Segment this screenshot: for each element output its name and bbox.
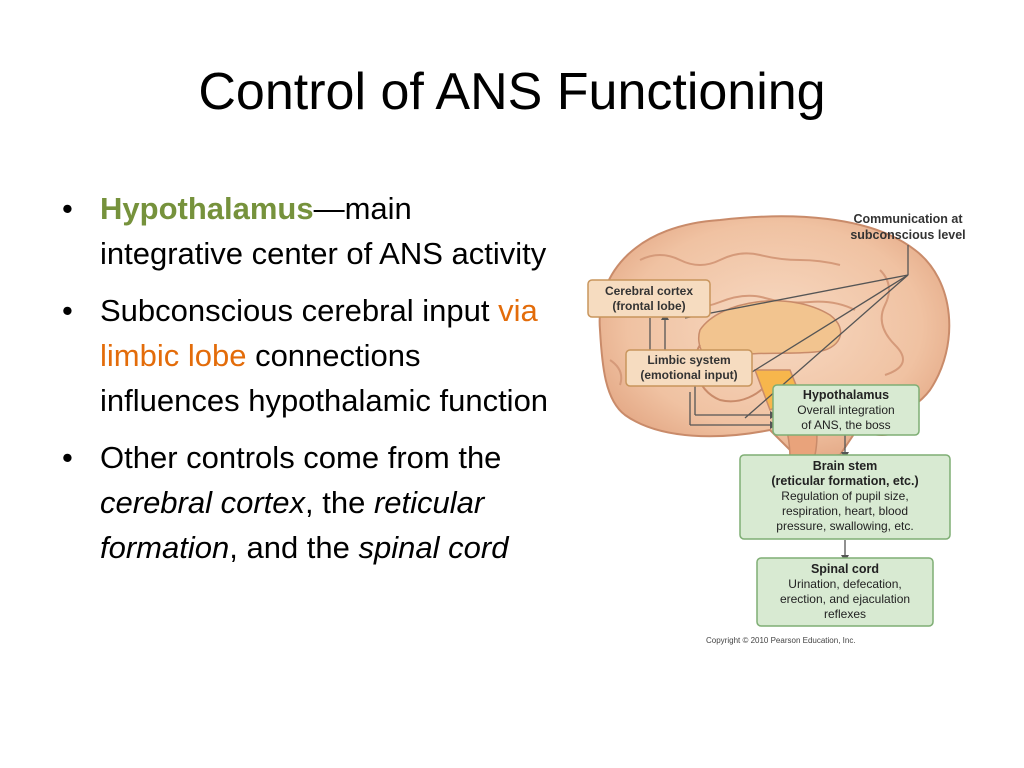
spinal-desc-2: erection, and ejaculation [780, 592, 910, 606]
brainstem-desc-3: pressure, swallowing, etc. [776, 519, 913, 533]
limbic-label-1: Limbic system [647, 353, 730, 367]
brainstem-subtitle: (reticular formation, etc.) [771, 474, 918, 488]
limbic-label-2: (emotional input) [640, 368, 737, 382]
bullet-item: • Other controls come from the cerebral … [62, 435, 562, 570]
spinal-cord-box: Spinal cord Urination, defecation, erect… [756, 557, 934, 627]
brainstem-desc-1: Regulation of pupil size, [781, 489, 908, 503]
spinal-title: Spinal cord [811, 562, 879, 576]
slide-title: Control of ANS Functioning [198, 63, 826, 121]
hypothalamus-term: Hypothalamus [100, 191, 314, 226]
hypothalamus-desc-2: of ANS, the boss [801, 418, 890, 432]
comm-label-line-2: subconscious level [850, 228, 965, 242]
bullet-item: • Hypothalamus—main integrative center o… [62, 186, 562, 276]
cortex-label-1: Cerebral cortex [605, 284, 693, 298]
hypothalamus-desc-1: Overall integration [797, 403, 894, 417]
emphasis-reticular-formation: reticular formation [100, 485, 485, 565]
bullet-item: • Subconscious cerebral input via limbic… [62, 288, 562, 423]
bullet-text: connections influences hypothalamic func… [100, 338, 549, 418]
bullet-list: • Hypothalamus—main integrative center o… [62, 186, 562, 582]
copyright-text: Copyright © 2010 Pearson Education, Inc. [706, 636, 856, 645]
hypothalamus-box: Hypothalamus Overall integration of ANS,… [772, 384, 920, 436]
communication-lines [649, 245, 909, 555]
brain-stem-box: Brain stem (reticular formation, etc.) R… [739, 454, 951, 540]
bullet-text: Other controls come from the [100, 440, 502, 475]
comm-label-line-1: Communication at [853, 212, 963, 226]
emphasis-cerebral-cortex: cerebral cortex [100, 485, 306, 520]
limbic-highlight: via limbic lobe [100, 293, 538, 373]
spinal-desc-3: reflexes [824, 607, 866, 621]
cortex-label-2: (frontal lobe) [612, 299, 685, 313]
bullet-dot-icon: • [62, 293, 73, 328]
ans-control-diagram: Communication at subconscious level Cere… [587, 212, 966, 645]
brainstem-desc-2: respiration, heart, blood [782, 504, 908, 518]
bullet-text: , the [305, 485, 374, 520]
brainstem-title: Brain stem [813, 459, 878, 473]
spinal-desc-1: Urination, defecation, [788, 577, 901, 591]
bullet-dot-icon: • [62, 191, 73, 226]
bullet-text: Subconscious cerebral input [100, 293, 499, 328]
bullet-dot-icon: • [62, 440, 73, 475]
bullet-text: —main integrative center of ANS activity [100, 191, 547, 271]
limbic-system-box: Limbic system (emotional input) [625, 349, 753, 387]
hypothalamus-title: Hypothalamus [803, 388, 889, 402]
emphasis-spinal-cord: spinal cord [358, 530, 509, 565]
cerebral-cortex-box: Cerebral cortex (frontal lobe) [587, 279, 711, 318]
bullet-text: , and the [229, 530, 359, 565]
